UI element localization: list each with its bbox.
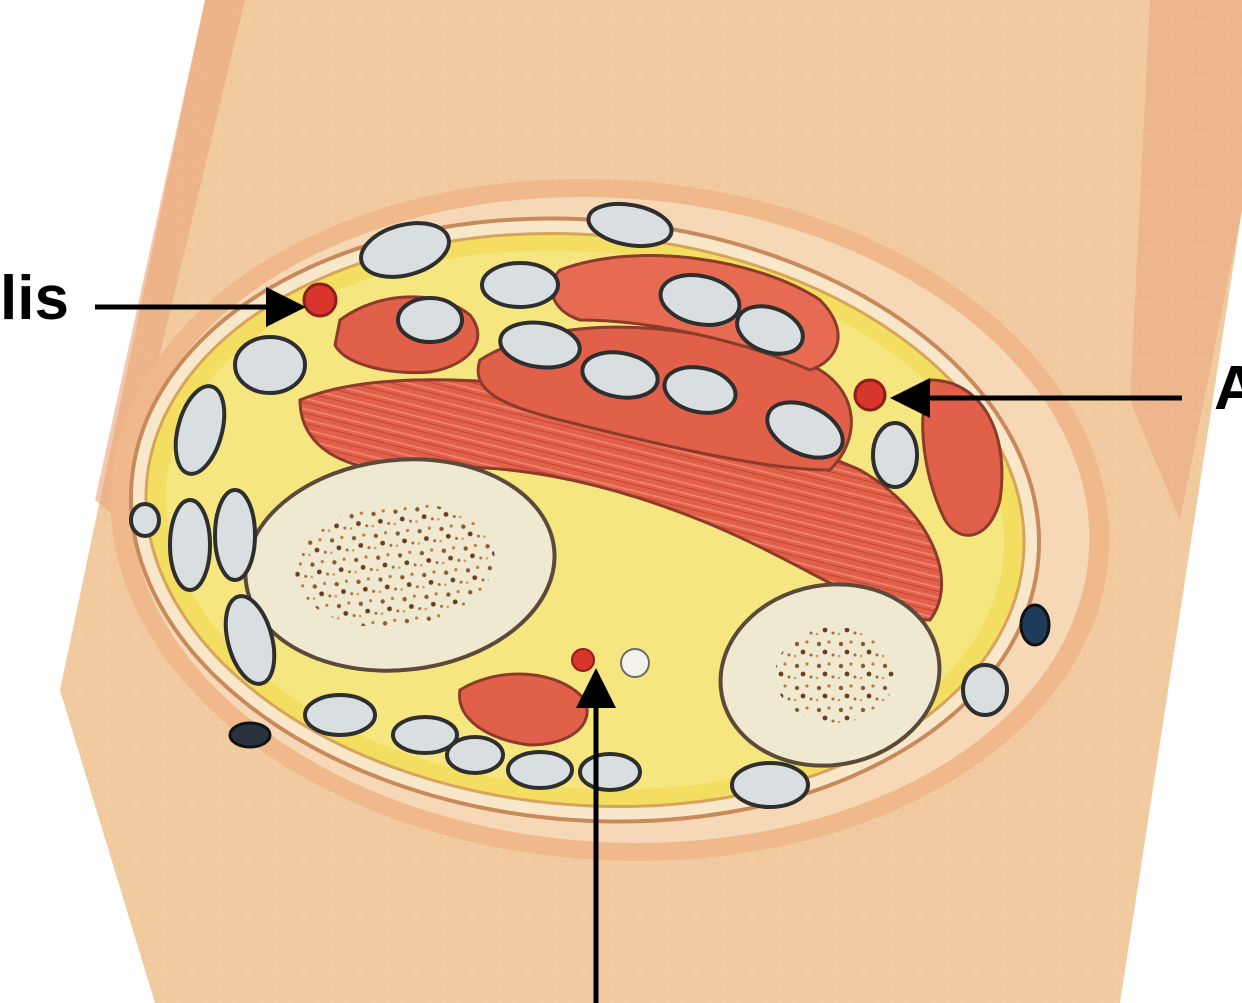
label-left: lis: [0, 268, 69, 330]
artery-interosseous: [572, 649, 594, 671]
artery-ulnar: [855, 380, 885, 410]
ulna-marrow: [775, 627, 895, 723]
label-right: A: [1214, 358, 1242, 420]
interosseous-nerve: [621, 649, 649, 677]
artery-radial: [304, 284, 336, 316]
vein: [230, 723, 270, 747]
vein: [1021, 605, 1049, 645]
